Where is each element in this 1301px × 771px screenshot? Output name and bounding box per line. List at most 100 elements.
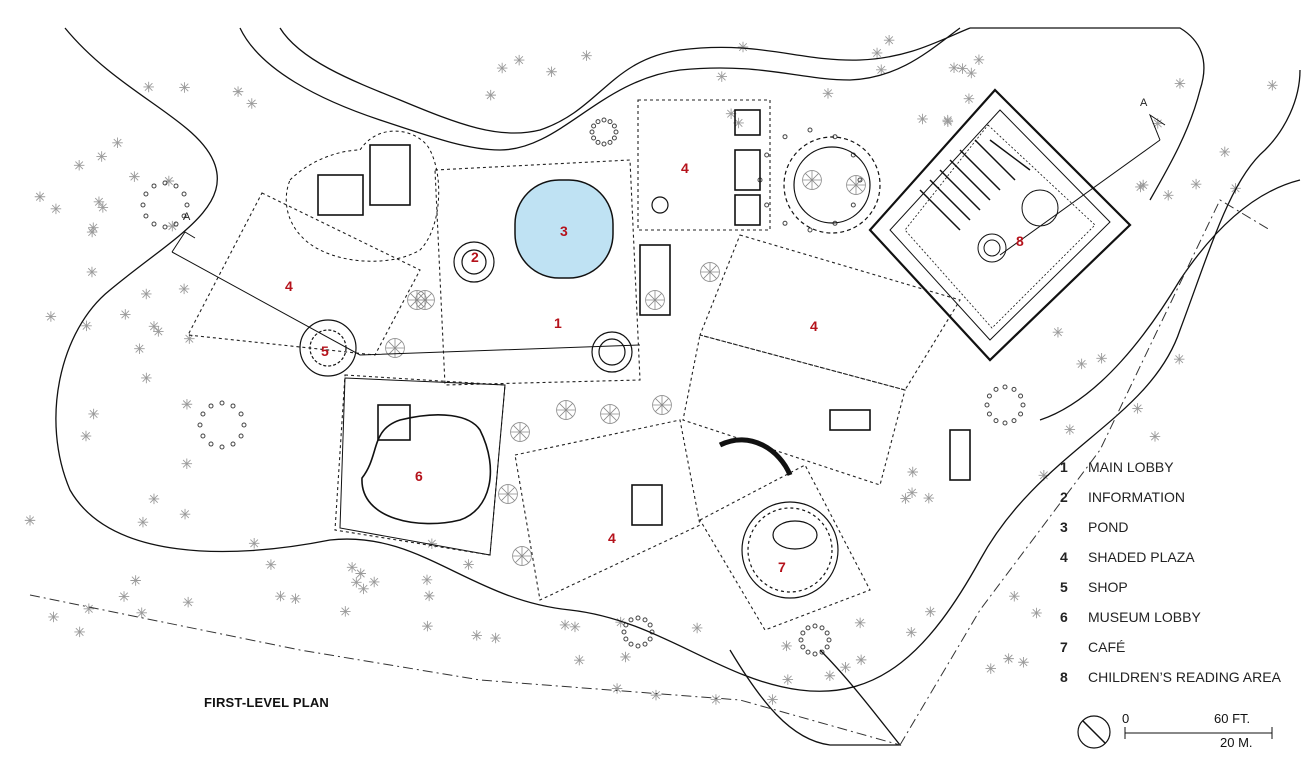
planting-dot (805, 649, 811, 655)
planting-dot (764, 152, 770, 158)
tree-symbol (619, 651, 632, 663)
tree-symbol (133, 343, 146, 355)
tree-symbol (423, 590, 435, 602)
planting-dot (230, 403, 236, 409)
tree-symbol (513, 54, 525, 66)
tree-symbol (1052, 326, 1064, 338)
tree-symbol (906, 487, 918, 499)
tree-symbol (824, 670, 836, 682)
planting-dot (162, 224, 168, 230)
planting-dot (798, 637, 804, 643)
planting-dot (635, 643, 641, 649)
planting-dot (805, 625, 811, 631)
tree-symbol (1219, 146, 1231, 158)
large-tree-symbol (385, 338, 405, 358)
planting-dot (181, 191, 187, 197)
planting-dot (611, 123, 617, 129)
planting-dot (642, 617, 648, 623)
zone-number-4a: 4 (285, 278, 293, 294)
tree-symbol (899, 492, 912, 505)
tree-symbol (248, 537, 260, 549)
tree-symbol (782, 673, 794, 686)
tree-symbol (956, 62, 969, 75)
tree-symbol (691, 622, 703, 634)
tree-symbol (73, 626, 86, 638)
tree-symbol (1134, 181, 1147, 193)
tree-symbol (766, 693, 779, 706)
planting-dot (642, 641, 648, 647)
tree-symbol (965, 67, 978, 79)
tree-symbol (232, 85, 244, 98)
zone-number-4b: 4 (681, 160, 689, 176)
planting-dot (819, 649, 825, 655)
planting-dot (1011, 386, 1017, 392)
planting-dot (595, 139, 601, 145)
planting-dot (993, 386, 999, 392)
tree-symbol (246, 97, 258, 110)
tree-symbol (274, 590, 287, 602)
walls (285, 109, 971, 556)
pond (514, 179, 614, 279)
large-tree-symbol (645, 290, 665, 310)
tree-symbol (1174, 77, 1186, 90)
tree-symbol (496, 62, 508, 74)
tree-symbol (129, 574, 142, 587)
planting-dot (143, 213, 149, 219)
tree-symbol (339, 605, 352, 618)
tree-symbol (611, 682, 623, 695)
scale-line (1124, 727, 1273, 739)
planting-dot (607, 139, 613, 145)
zone-number-3: 3 (560, 223, 568, 239)
planting-dot (812, 651, 818, 657)
planting-dot (986, 393, 992, 399)
tree-symbol (855, 654, 867, 666)
planting-dot (807, 227, 813, 233)
tree-symbol (80, 430, 92, 442)
planting-dot (1002, 420, 1008, 426)
planting-dot (993, 418, 999, 424)
tree-symbol (119, 308, 132, 321)
tree-symbol (178, 283, 190, 295)
planting-dot (1018, 411, 1024, 417)
tree-symbol (182, 596, 194, 608)
tree-symbol (1017, 656, 1030, 668)
tree-symbol (118, 590, 130, 603)
tree-symbol (489, 632, 502, 644)
tree-symbol (47, 611, 60, 623)
tree-symbol (421, 620, 434, 632)
tree-symbol (963, 93, 975, 105)
tree-symbol (1075, 358, 1088, 370)
planting-dot (628, 641, 634, 647)
planting-dot (200, 433, 206, 439)
planting-dot (200, 411, 206, 417)
planting-dot (623, 636, 629, 642)
tree-symbol (973, 54, 985, 66)
planting-dot (647, 636, 653, 642)
tree-symbol (942, 115, 954, 128)
tree-symbol (265, 558, 277, 571)
tree-symbol (1008, 590, 1020, 602)
tree-symbol (580, 49, 593, 62)
planting-dot (151, 221, 157, 227)
tree-symbol (137, 516, 149, 528)
scale-zero: 0 (1122, 711, 1130, 726)
tree-symbol (871, 47, 883, 59)
tree-symbol (93, 196, 105, 208)
tree-symbol (569, 621, 581, 633)
tree-symbol (545, 66, 558, 78)
large-tree-symbol (556, 400, 576, 420)
tree-symbol (178, 81, 191, 94)
tree-symbol (1137, 179, 1149, 191)
planting-dot (143, 191, 149, 197)
zone-number-2: 2 (471, 249, 479, 265)
circular-elements (299, 136, 881, 599)
tree-symbol (854, 617, 866, 629)
zone-number-8: 8 (1016, 233, 1024, 249)
section-marker-west: A (183, 211, 191, 223)
tree-symbol (1190, 178, 1202, 190)
site-boundary (55, 27, 1301, 746)
tree-symbol (368, 576, 380, 588)
